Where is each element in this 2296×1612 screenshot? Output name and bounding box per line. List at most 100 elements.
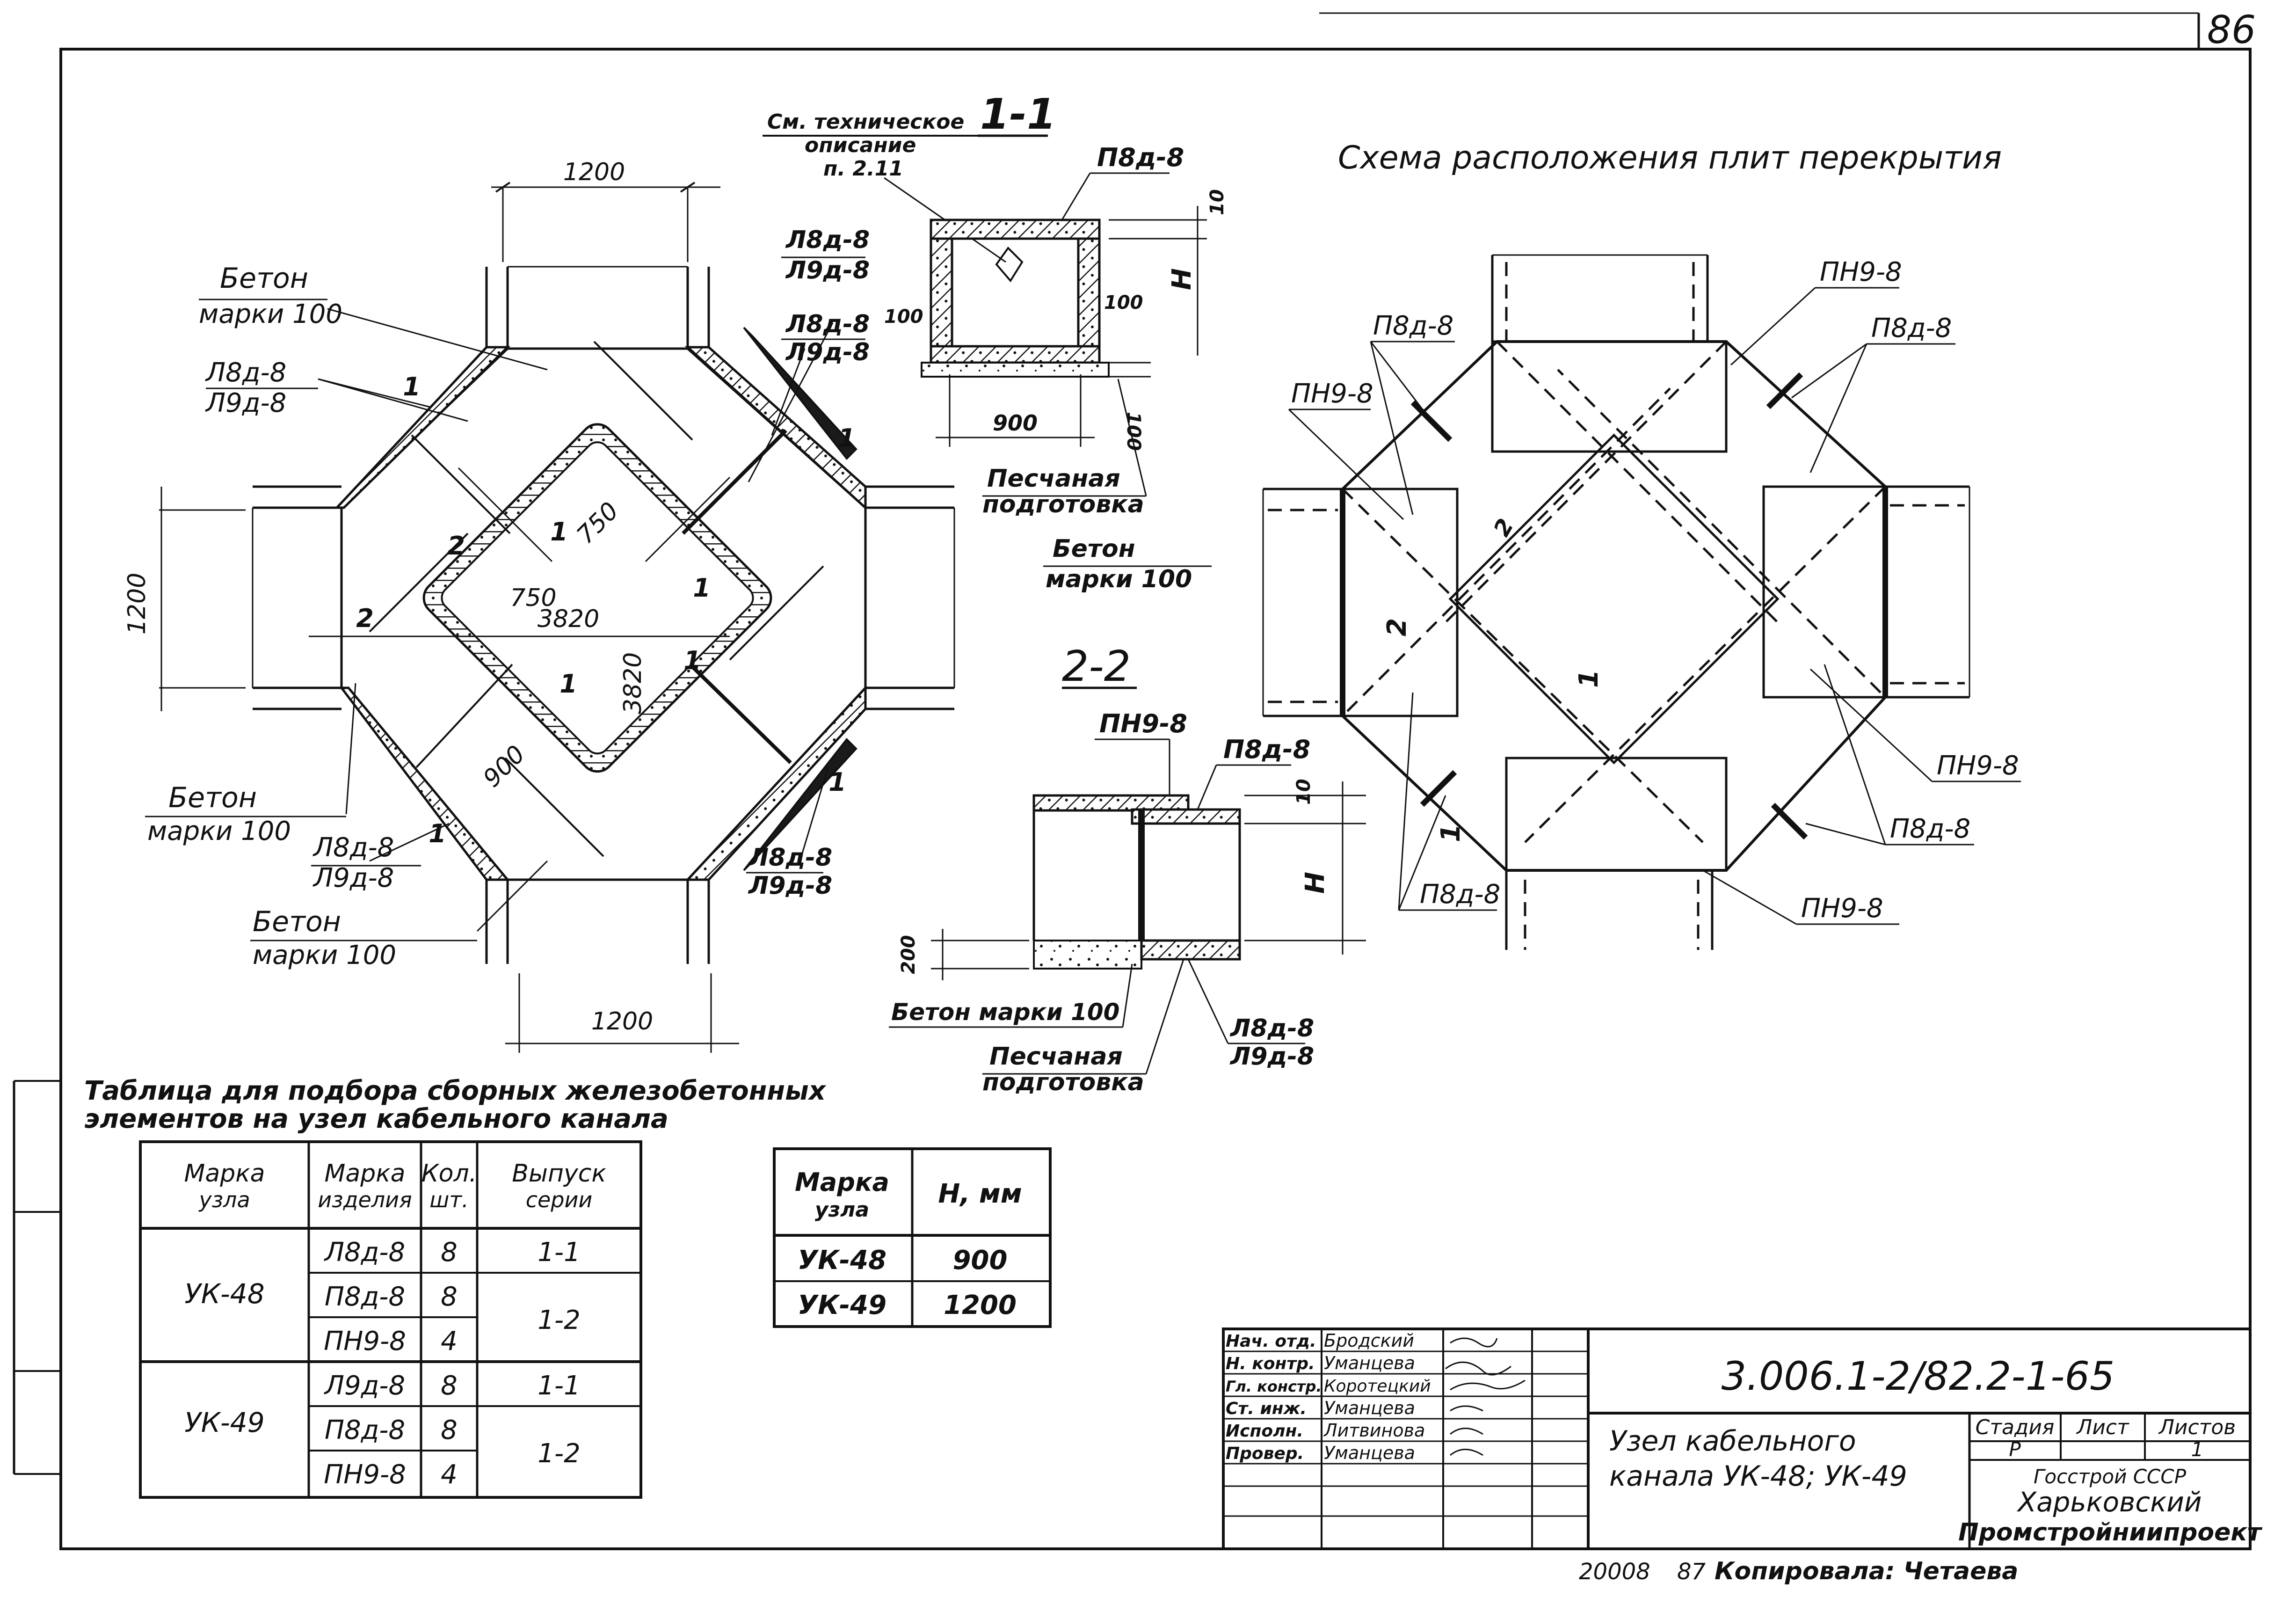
svg-text:П8д-8: П8д-8 — [1373, 311, 1453, 341]
table2-r2-h: 1200 — [944, 1290, 1017, 1320]
scheme-label-pn-top: ПН9-8 — [1730, 257, 1902, 366]
svg-text:П8д-8: П8д-8 — [1420, 879, 1500, 910]
plan-mark-2: 2 — [447, 531, 465, 561]
section11-p-label: П8д-8 — [1097, 143, 1184, 172]
svg-text:Уманцева: Уманцева — [1324, 1443, 1415, 1463]
section11-sand-label: Песчаная подготовка — [982, 379, 1147, 518]
table1-series-2-1: 1-1 — [538, 1371, 580, 1401]
svg-text:марки 100: марки 100 — [253, 940, 396, 970]
section11-beton-label: Бетон марки 100 — [1043, 535, 1212, 593]
plan-leaders — [318, 308, 834, 932]
channel-stub-right — [865, 485, 955, 710]
svg-text:Гл. констр.: Гл. констр. — [1226, 1378, 1322, 1395]
table1-item-1-3: ПН9-8 — [324, 1326, 406, 1357]
org-1: Госстрой СССР — [2034, 1465, 2187, 1488]
doc-name-2: канала УК-48; УК-49 — [1609, 1460, 1907, 1493]
section-1-1: 1-1 См. техническое описание п. 2.11 П8д… — [763, 90, 1228, 593]
svg-text:Л9д-8: Л9д-8 — [205, 388, 286, 418]
plan-mark-1: 1 — [403, 372, 421, 401]
scheme-label-p8-tl: П8д-8 — [1370, 311, 1455, 515]
svg-text:Провер.: Провер. — [1226, 1444, 1304, 1463]
scheme-title: Схема расположения плит перекрытия — [1338, 139, 2002, 176]
table1-item-1-2: П8д-8 — [325, 1282, 405, 1312]
svg-text:ПН9-8: ПН9-8 — [1801, 893, 1883, 924]
svg-text:Уманцева: Уманцева — [1324, 1398, 1415, 1418]
svg-text:Литвинова: Литвинова — [1323, 1420, 1425, 1441]
svg-text:Л8д-8: Л8д-8 — [205, 357, 286, 388]
svg-text:Уманцева: Уманцева — [1324, 1353, 1415, 1373]
plan-label-beton-b: Бетон марки 100 — [250, 905, 477, 970]
scheme-label-pn-left: ПН9-8 — [1288, 379, 1404, 520]
section11-base — [930, 345, 1101, 364]
svg-text:Л9д-8: Л9д-8 — [1229, 1043, 1314, 1071]
footer-num: 20008 — [1579, 1559, 1650, 1585]
table1-h3a: Кол. — [421, 1160, 477, 1188]
table1-caption-2: элементов на узел кабельного канала — [84, 1104, 668, 1134]
plan-label-l-bl: Л8д-8 Л9д-8 — [311, 832, 421, 893]
plan-mark-3: 1 — [550, 517, 568, 547]
section11-note: См. техническое описание п. 2.11 — [763, 110, 1006, 263]
doc-name-1: Узел кабельного — [1609, 1425, 1856, 1458]
section22-beton-label: Бетон марки 100 — [891, 999, 1119, 1026]
table1-item-2-2: П8д-8 — [325, 1415, 405, 1445]
table1-series-1-2: 1-2 — [538, 1305, 580, 1335]
table1-qty-1-3: 4 — [441, 1326, 458, 1357]
title-block: 3.006.1-2/82.2-1-65 Узел кабельного кана… — [1222, 1328, 2263, 1550]
section22-dim-10: 10 — [1293, 779, 1315, 805]
table1-qty-2-2: 8 — [441, 1415, 458, 1445]
svg-text:П8д-8: П8д-8 — [1871, 313, 1952, 343]
table1-series-2-2: 1-2 — [538, 1438, 580, 1469]
footer-year: 87 — [1677, 1559, 1706, 1585]
plan-mark-8: 1 — [828, 767, 846, 797]
scheme-slab-left — [1341, 488, 1459, 717]
svg-text:Песчаная: Песчаная — [987, 465, 1120, 493]
table1-item-2-3: ПН9-8 — [324, 1459, 406, 1490]
dim-bottom-1200 — [505, 973, 739, 1053]
table1-caption-1: Таблица для подбора сборных железобетонн… — [84, 1076, 827, 1106]
table1-qty-2-3: 4 — [441, 1459, 458, 1490]
dim-3820-v: 3820 — [619, 652, 647, 714]
table1-h4b: серии — [526, 1187, 593, 1212]
table1-item-1-1: Л8д-8 — [324, 1237, 405, 1268]
wall-bl — [339, 686, 510, 881]
plan-mark-5: 1 — [693, 573, 711, 603]
svg-text:Н. контр.: Н. контр. — [1226, 1354, 1315, 1373]
org-2: Харьковский — [2016, 1486, 2202, 1518]
section22-dim-200: 200 — [898, 935, 919, 974]
svg-text:марки 100: марки 100 — [147, 816, 291, 846]
svg-text:Л8д-8: Л8д-8 — [1229, 1014, 1314, 1043]
svg-text:п. 2.11: п. 2.11 — [823, 157, 903, 181]
section22-l-label: Л8д-8 Л9д-8 — [1187, 959, 1314, 1071]
section11-dim-100b: 100 — [1104, 292, 1143, 314]
plan-label-beton-tl: Бетон марки 100 — [199, 262, 342, 329]
scheme-mark-3: 1 — [1574, 670, 1604, 688]
svg-text:Нач. отд.: Нач. отд. — [1226, 1332, 1316, 1351]
scheme-label-p8-bl: П8д-8 — [1398, 692, 1500, 911]
svg-text:Л8д-8: Л8д-8 — [312, 832, 394, 863]
sheet-number: 86 — [2207, 8, 2256, 52]
table2-r2-node: УК-49 — [798, 1290, 886, 1320]
section-2-2: 2-2 ПН9-8 П8д-8 10 H 200 Бетон марки 100… — [889, 642, 1366, 1096]
dim-bottom-text: 1200 — [591, 1007, 653, 1036]
svg-text:Бетон: Бетон — [220, 262, 308, 295]
svg-text:Л9д-8: Л9д-8 — [312, 863, 394, 893]
stage-head-1: Стадия — [1976, 1415, 2055, 1439]
stage-val-1: Р — [2009, 1438, 2021, 1461]
plan-label-beton-bl: Бетон марки 100 — [145, 781, 346, 846]
table1-h1a: Марка — [184, 1160, 265, 1188]
plan-label-l-tl: Л8д-8 Л9д-8 — [205, 357, 318, 418]
table1-h2a: Марка — [324, 1160, 405, 1188]
height-table: Марка узла H, мм УК-48 900 УК-49 1200 — [773, 1147, 1052, 1328]
scheme-dashed — [1342, 341, 1886, 843]
plan-mark-6: 1 — [683, 646, 701, 675]
table1-qty-1-1: 8 — [441, 1237, 458, 1268]
section11-title: 1-1 — [980, 90, 1056, 139]
wall-br — [685, 685, 867, 881]
svg-text:Исполн.: Исполн. — [1226, 1422, 1303, 1441]
scheme-label-pn-right: ПН9-8 — [1809, 668, 2021, 782]
table1-h2b: изделия — [318, 1187, 412, 1212]
svg-text:Бетон: Бетон — [253, 905, 341, 938]
svg-text:Л8д-8: Л8д-8 — [785, 310, 870, 338]
dim-top-text: 1200 — [563, 158, 625, 186]
svg-text:Бетон: Бетон — [1053, 535, 1135, 563]
